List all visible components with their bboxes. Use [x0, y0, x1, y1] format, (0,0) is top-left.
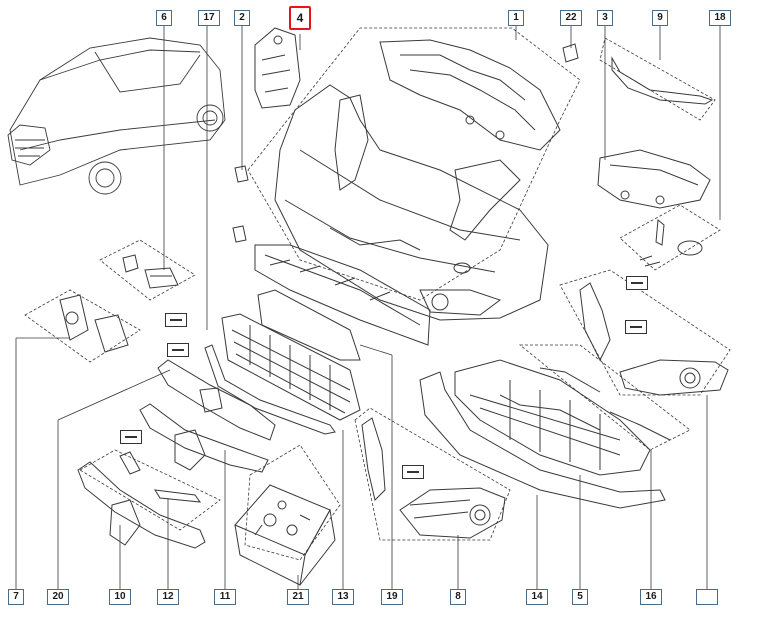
label-tag-icon	[402, 465, 424, 479]
part-13-lower-grille[interactable]	[221, 289, 361, 421]
leader-lines	[15, 26, 721, 590]
callout-7[interactable]: 7	[8, 589, 24, 605]
callout-16[interactable]: 16	[640, 589, 662, 605]
part-18-fixing[interactable]	[639, 219, 703, 267]
callout-20[interactable]: 20	[47, 589, 69, 605]
part-9-trim[interactable]	[611, 56, 714, 105]
label-tag-icon	[626, 276, 648, 290]
callout-17[interactable]: 17	[198, 10, 220, 26]
part-19-8-fog-surround[interactable]	[361, 417, 506, 539]
part-16-15-right-fog[interactable]	[539, 282, 729, 441]
part-17-absorber[interactable]	[254, 244, 431, 346]
callout-6[interactable]: 6	[156, 10, 172, 26]
label-tag-icon	[625, 320, 647, 334]
callout-19[interactable]: 19	[381, 589, 403, 605]
callout-9[interactable]: 9	[652, 10, 668, 26]
label-tag-icon	[167, 343, 189, 357]
part-1-bumper-cover[interactable]	[274, 84, 549, 321]
part-2-clip[interactable]	[232, 165, 249, 243]
callout-18[interactable]: 18	[709, 10, 731, 26]
part-22-clip[interactable]	[562, 43, 579, 63]
callout-21[interactable]: 21	[287, 589, 309, 605]
callout-11[interactable]: 11	[214, 589, 236, 605]
callout-15[interactable]	[696, 589, 718, 605]
part-6-clips[interactable]	[122, 254, 179, 289]
callout-2[interactable]: 2	[234, 10, 250, 26]
part-20-strip[interactable]	[204, 344, 336, 435]
callout-8[interactable]: 8	[450, 589, 466, 605]
part-21-fixing-kit[interactable]	[234, 484, 336, 586]
part-3-bracket[interactable]	[597, 149, 711, 209]
part-14-lower-spoiler[interactable]	[419, 371, 666, 509]
label-tag-icon	[165, 313, 187, 327]
part-10-grille[interactable]	[77, 461, 206, 549]
part-7-bracket[interactable]	[59, 294, 129, 353]
callout-12[interactable]: 12	[157, 589, 179, 605]
group-outlines	[24, 27, 731, 561]
callout-22[interactable]: 22	[560, 10, 582, 26]
part-11-grille-frame[interactable]	[139, 359, 276, 473]
callout-4-selected[interactable]: 4	[289, 6, 311, 30]
part-5-undertray[interactable]	[454, 359, 651, 476]
vehicle-thumbnail	[7, 37, 226, 195]
callout-1[interactable]: 1	[508, 10, 524, 26]
label-tag-icon	[120, 430, 142, 444]
part-12-trim[interactable]	[119, 451, 202, 503]
callout-3[interactable]: 3	[597, 10, 613, 26]
callout-10[interactable]: 10	[109, 589, 131, 605]
callout-5[interactable]: 5	[572, 589, 588, 605]
callout-13[interactable]: 13	[332, 589, 354, 605]
part-1-upper-frame[interactable]	[334, 39, 561, 241]
part-4-bracket[interactable]	[254, 27, 301, 109]
callout-14[interactable]: 14	[526, 589, 548, 605]
